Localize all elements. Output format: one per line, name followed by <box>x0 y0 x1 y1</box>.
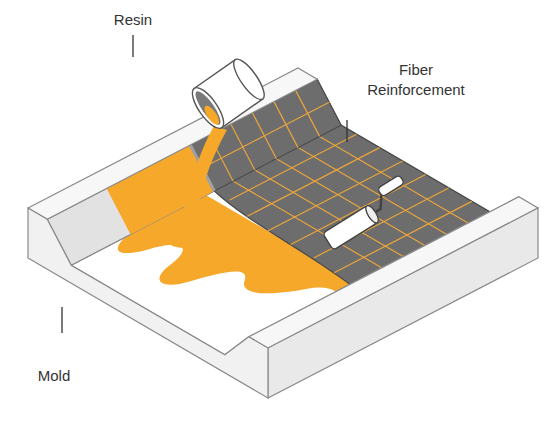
resin-stream <box>177 126 227 242</box>
grid-line <box>255 170 409 260</box>
part-label: Mold <box>24 366 84 386</box>
leader-line <box>132 35 133 57</box>
grid-line <box>274 102 298 148</box>
part-label: Resin <box>103 10 163 30</box>
bucket-bottom <box>229 55 270 103</box>
grid-line <box>320 136 474 226</box>
bucket-rim <box>187 83 229 133</box>
roller-end <box>363 204 380 225</box>
grid-line <box>231 124 255 170</box>
leader-line <box>346 120 347 142</box>
roller-grip <box>377 175 404 197</box>
mold-back-rim <box>28 68 317 219</box>
part-label: Fiber Reinforcement <box>356 60 476 100</box>
mold-side-wall <box>268 208 538 398</box>
mold-back-slope <box>47 79 341 265</box>
bucket-resin <box>202 104 222 127</box>
grid-line <box>233 181 387 271</box>
leader-line <box>61 307 62 333</box>
resin-bucket <box>187 55 269 133</box>
grid-line <box>296 90 320 136</box>
bucket-inside <box>192 88 225 128</box>
grid-line <box>252 113 276 159</box>
roller-tool <box>318 175 415 250</box>
resin-splash <box>170 238 198 248</box>
